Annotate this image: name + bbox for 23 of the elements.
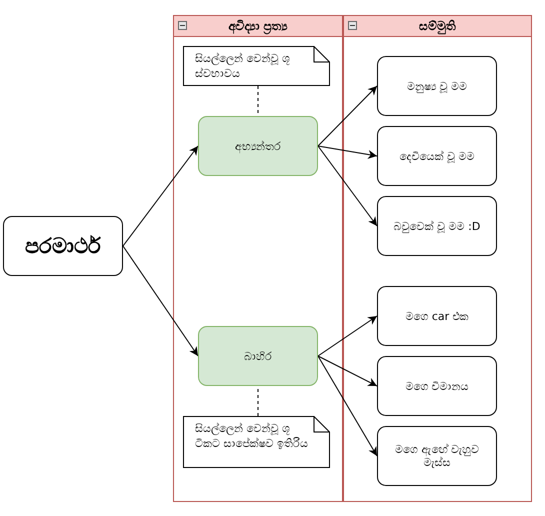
result-box: මගෙ ඇඟේ වැහුව මැස්ස	[377, 426, 497, 486]
arrow	[318, 86, 378, 146]
swimlane	[343, 15, 532, 502]
note: සියල්ලෙන් වෙන්වූ ශූ ටිකට සාපේක්ෂව ඉතිරිය	[183, 416, 330, 468]
arrow	[318, 356, 378, 456]
result-box: මගෙ විමානය	[377, 356, 497, 416]
arrow	[318, 146, 378, 159]
result-box: බවුවෙක් වූ මම :D	[377, 196, 497, 256]
arrow	[122, 246, 198, 356]
arrow	[318, 146, 378, 226]
result-box: දෙවියෙක් වූ මම	[377, 126, 497, 186]
root-box: පරමාර්ථ	[3, 216, 123, 276]
note: සියල්ලෙන් වෙන්වූ ශූ ස්වභාවය	[183, 46, 330, 86]
process-box: අභ්‍යන්තර	[198, 116, 318, 176]
swimlane	[173, 15, 343, 502]
arrow	[318, 356, 378, 386]
arrow	[122, 146, 198, 246]
arrow	[318, 316, 378, 356]
result-box: මනුෂ්‍ය වූ මම	[377, 56, 497, 116]
result-box: මගෙ car එක	[377, 286, 497, 346]
lane-header: සම්මුති	[344, 16, 531, 37]
lane-header: අවිද්‍යා ප්‍රත්‍ය	[174, 16, 342, 37]
process-box: බාහිර	[198, 326, 318, 386]
